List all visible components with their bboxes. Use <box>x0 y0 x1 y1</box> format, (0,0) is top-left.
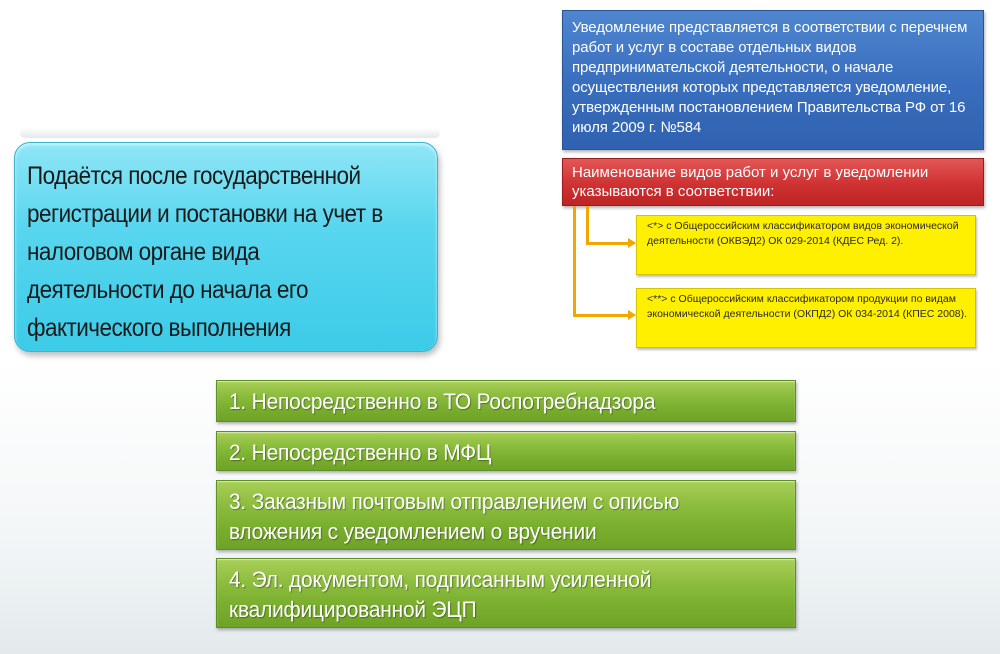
method-registered-mail-text: 3. Заказным почтовым отправлением с опис… <box>229 489 680 544</box>
work-types-naming-text: Наименование видов работ и услуг в уведо… <box>572 164 929 200</box>
arrow-head-okved-icon <box>628 238 636 248</box>
left-box-top-shadow <box>20 128 440 138</box>
okved-classifier-text: <*> с Общероссийским классификатором вид… <box>647 220 959 247</box>
method-mfc-box: 2. Непосредственно в МФЦ <box>216 431 796 471</box>
method-electronic-signature-box: 4. Эл. документом, подписанным усиленной… <box>216 558 796 628</box>
connector-to-okpd <box>573 314 630 317</box>
arrow-head-okpd-icon <box>628 310 636 320</box>
method-electronic-signature-text: 4. Эл. документом, подписанным усиленной… <box>229 567 652 622</box>
method-rospotrebnadzor-text: 1. Непосредственно в ТО Роспотребнадзора <box>229 389 656 414</box>
notification-basis-text: Уведомление представляется в соответстви… <box>572 19 968 136</box>
method-rospotrebnadzor-box: 1. Непосредственно в ТО Роспотребнадзора <box>216 380 796 422</box>
notification-basis-box: Уведомление представляется в соответстви… <box>562 10 984 150</box>
okved-classifier-box: <*> с Общероссийским классификатором вид… <box>636 215 976 275</box>
connector-vertical <box>573 206 576 316</box>
method-registered-mail-box: 3. Заказным почтовым отправлением с опис… <box>216 480 796 550</box>
connector-vertical-inner <box>586 206 589 244</box>
connector-to-okved <box>586 242 630 245</box>
method-mfc-text: 2. Непосредственно в МФЦ <box>229 440 492 465</box>
submission-timing-box: Подаётся после государственной регистрац… <box>14 142 438 352</box>
submission-timing-text: Подаётся после государственной регистрац… <box>27 162 383 342</box>
okpd-classifier-box: <**> с Общероссийским классификатором пр… <box>636 288 976 348</box>
work-types-naming-box: Наименование видов работ и услуг в уведо… <box>562 158 984 206</box>
okpd-classifier-text: <**> с Общероссийским классификатором пр… <box>647 293 968 320</box>
